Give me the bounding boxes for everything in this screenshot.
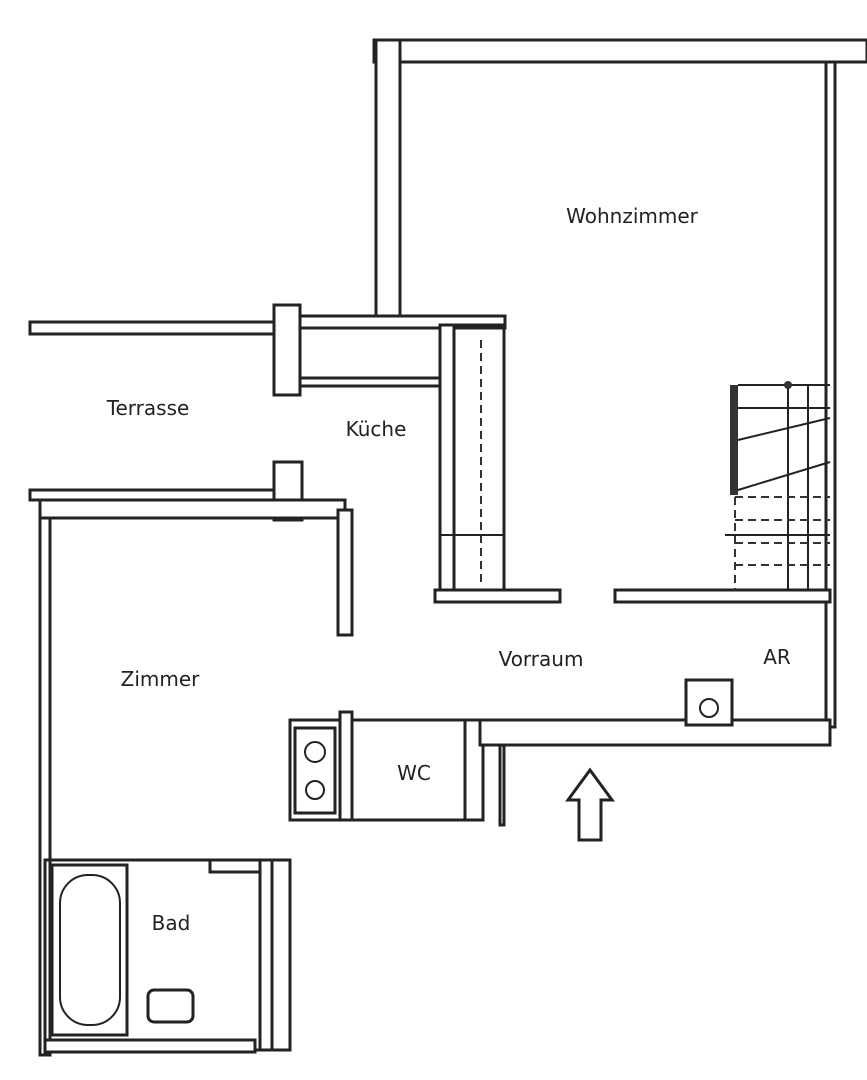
bathtub	[50, 863, 129, 1037]
room-label-wc: WC	[397, 761, 431, 785]
wc-fixtures	[293, 726, 337, 815]
arrow-up-icon	[565, 767, 615, 842]
room-label-ar: AR	[763, 645, 791, 669]
room-label-vorraum: Vorraum	[498, 647, 584, 671]
room-label-kueche: Küche	[345, 417, 407, 441]
room-label-wohnzimmer: Wohnzimmer	[566, 204, 698, 228]
room-label-bad: Bad	[151, 911, 191, 935]
toilet-bad	[146, 988, 195, 1024]
room-label-zimmer: Zimmer	[120, 667, 200, 691]
walls	[28, 38, 867, 1057]
room-label-terrasse: Terrasse	[106, 396, 190, 420]
staircase	[725, 381, 831, 590]
